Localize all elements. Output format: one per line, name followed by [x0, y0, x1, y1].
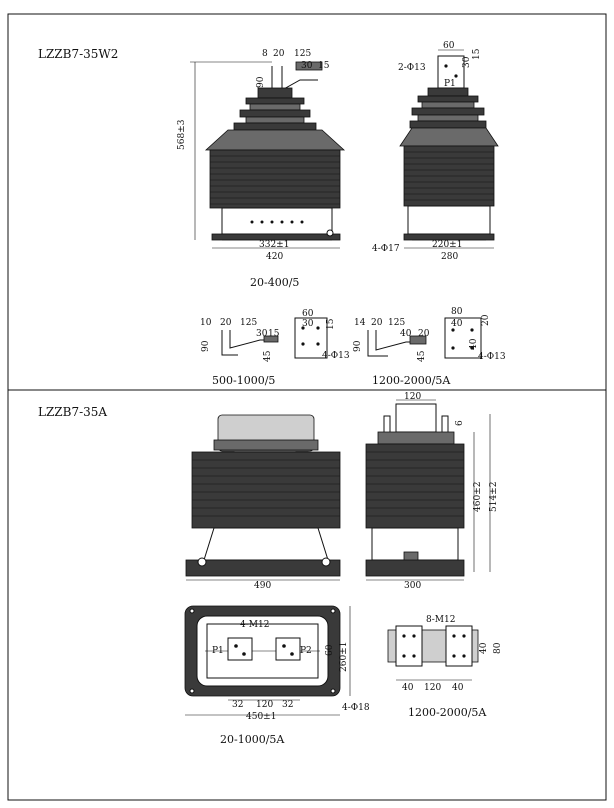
- detailA-holes: 4-Φ13: [322, 351, 350, 361]
- detailA-dim-125: 125: [240, 318, 257, 328]
- plan-thread-4m12: 4-M12: [240, 620, 269, 630]
- dim-base-420: 420: [266, 252, 283, 262]
- detail-dim-40b: 40: [452, 683, 464, 693]
- detailA-dim-20: 20: [220, 318, 232, 328]
- detailB-plate-20: 20: [481, 314, 491, 326]
- model-label-bottom: LZZB7-35A: [38, 405, 107, 419]
- plan-dim-32a: 32: [232, 700, 243, 710]
- plan-terminal-p2: P2: [300, 646, 312, 656]
- detailB-dim-14: 14: [354, 318, 366, 328]
- dim-height-514: 514±2: [489, 482, 499, 512]
- side-view-w2: [399, 49, 499, 249]
- caption-500-1000: 500-1000/5: [212, 374, 275, 387]
- detail-dim-40a: 40: [402, 683, 414, 693]
- detailA-plate-15: 15: [326, 318, 336, 330]
- dim-side-90: 90: [256, 76, 266, 88]
- detailA-plate-60: 60: [302, 309, 314, 319]
- plan-dim-60: 60: [325, 644, 335, 656]
- terminal-p1-side: P1: [444, 79, 456, 89]
- dim-base-300: 300: [404, 581, 421, 591]
- detailB-dim-45: 45: [417, 350, 427, 362]
- detailA-dim-10: 10: [200, 318, 212, 328]
- model-label-top: LZZB7-35W2: [38, 47, 118, 61]
- detailB-dim-20: 20: [371, 318, 383, 328]
- caption-1200-2000-top: 1200-2000/5A: [372, 374, 451, 387]
- dim-offset-6: 6: [455, 420, 465, 426]
- front-view-35a: [185, 414, 341, 581]
- detail-plan-1200-2000: [387, 625, 479, 681]
- detail-dim-40v: 40: [479, 642, 489, 654]
- detail-thread-8m12: 8-M12: [426, 615, 455, 625]
- detailB-holes: 4-Φ13: [478, 352, 506, 362]
- detail-dim-120: 120: [424, 683, 441, 693]
- holes-4-phi17: 4-Φ17: [372, 244, 400, 254]
- dim-height-460: 460±2: [473, 482, 483, 512]
- side-view-35a: [365, 399, 491, 581]
- detailB-dim-20b: 20: [418, 329, 430, 339]
- caption-1200-2000-bottom: 1200-2000/5A: [408, 706, 487, 719]
- caption-20-400: 20-400/5: [250, 276, 299, 289]
- dim-height-568: 568±3: [177, 119, 187, 150]
- detailA-dim-90: 90: [201, 340, 211, 352]
- plan-dim-260: 260±1: [339, 642, 349, 672]
- detailB-plate-40v: 40: [469, 338, 479, 350]
- detailA-dim-15: 15: [268, 329, 280, 339]
- dim-base-220: 220±1: [432, 240, 462, 250]
- dim-top-30: 30: [301, 61, 313, 71]
- detail-dim-80v: 80: [493, 642, 503, 654]
- plan-view-35a: [184, 605, 351, 716]
- detailB-plate-80: 80: [451, 307, 463, 317]
- detail-1200-2000-top: [367, 317, 482, 359]
- detailB-dim-90: 90: [353, 340, 363, 352]
- dim-top-15-side: 15: [472, 48, 482, 60]
- detailA-dim-45: 45: [263, 350, 273, 362]
- dim-top-20: 20: [273, 49, 285, 59]
- plan-holes-4-phi18: 4-Φ18: [342, 703, 370, 713]
- dim-top-30-side: 30: [462, 56, 472, 68]
- caption-20-1000: 20-1000/5A: [220, 733, 285, 746]
- dim-top-120: 120: [404, 392, 421, 402]
- holes-2-phi13: 2-Φ13: [398, 63, 426, 73]
- dim-base-490: 490: [254, 581, 271, 591]
- front-view-w2: [190, 61, 346, 249]
- detailB-dim-40: 40: [400, 329, 412, 339]
- detailB-plate-40: 40: [451, 319, 463, 329]
- dim-top-125: 125: [294, 49, 311, 59]
- detail-500-1000: [221, 317, 328, 359]
- dim-top-60-side: 60: [443, 41, 455, 51]
- detailA-dim-30: 30: [256, 329, 268, 339]
- plan-dim-32b: 32: [282, 700, 293, 710]
- plan-width-450: 450±1: [246, 712, 276, 722]
- detailB-dim-125: 125: [388, 318, 405, 328]
- detailA-plate-30: 30: [302, 319, 314, 329]
- sheet-frame: [7, 13, 607, 801]
- dim-top-8: 8: [262, 49, 268, 59]
- plan-terminal-p1: P1: [212, 646, 224, 656]
- dim-base-280: 280: [441, 252, 458, 262]
- plan-dim-120: 120: [256, 700, 273, 710]
- dim-base-332: 332±1: [259, 240, 289, 250]
- dim-top-15: 15: [318, 61, 330, 71]
